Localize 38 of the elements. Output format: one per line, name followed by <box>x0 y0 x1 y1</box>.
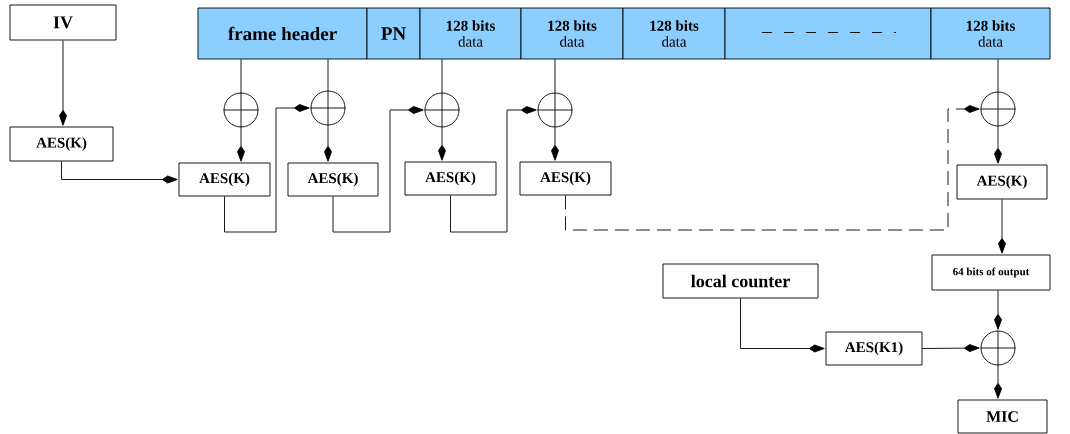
arrow <box>740 298 825 353</box>
input-box: local counter <box>662 263 819 299</box>
arrow <box>994 290 1002 330</box>
xor-symbol <box>980 330 1016 366</box>
arrow <box>324 125 332 162</box>
arrow <box>438 127 446 161</box>
output-box: 64 bits of output <box>931 254 1051 291</box>
arrow <box>565 105 980 231</box>
xor-symbol <box>310 90 346 126</box>
xor-symbol <box>980 91 1016 127</box>
input-box: IV <box>9 4 117 41</box>
xor-symbol <box>537 92 573 128</box>
process-box: AES(K) <box>519 161 612 196</box>
process-box: AES(K) <box>404 161 497 196</box>
output-box: MIC <box>957 399 1048 434</box>
arrow <box>224 104 310 233</box>
frame-field: 128 bits data <box>930 7 1051 60</box>
frame-field: 128 bits data <box>419 7 522 60</box>
arrow <box>237 127 245 162</box>
xor-symbol <box>424 92 460 128</box>
arrow <box>998 199 1006 254</box>
arrow <box>922 344 980 353</box>
arrow <box>332 106 424 233</box>
process-box: AES(K) <box>178 162 271 197</box>
arrow <box>450 106 537 233</box>
xor-symbol <box>223 92 259 128</box>
arrow <box>551 127 559 161</box>
process-box: AES(K) <box>956 164 1048 200</box>
process-box: AES(K) <box>287 162 379 197</box>
arrow <box>61 161 178 184</box>
frame-field: 128 bits data <box>622 7 726 60</box>
arrow <box>59 40 67 126</box>
process-box: AES(K1) <box>825 331 923 366</box>
frame-field: PN <box>366 7 421 60</box>
frame-field: 128 bits data <box>520 7 624 60</box>
arrow <box>994 365 1002 399</box>
arrow <box>994 126 1002 164</box>
process-box: AES(K) <box>9 126 114 162</box>
